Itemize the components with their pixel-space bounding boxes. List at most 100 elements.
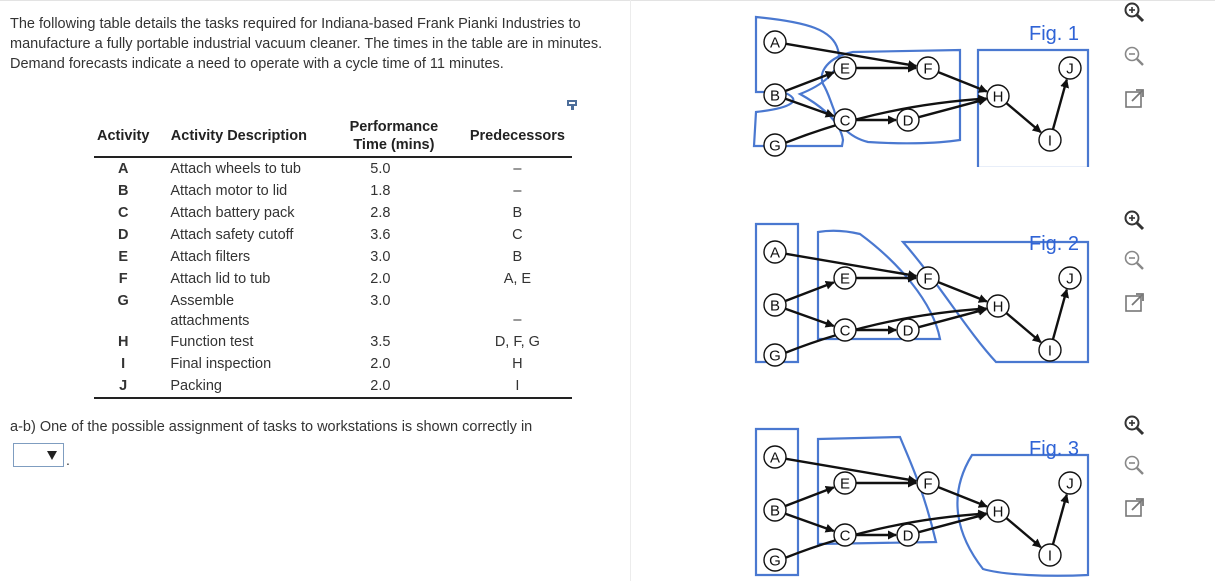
answer-dropdown[interactable] — [13, 443, 64, 467]
cell-time: 2.0 — [370, 356, 391, 372]
table-row: G Assemble attachments 3.0 – — [94, 290, 572, 331]
svg-text:E: E — [840, 476, 850, 493]
node-A: A — [763, 30, 787, 54]
node-H: H — [986, 294, 1010, 318]
node-B: B — [763, 498, 787, 522]
node-I: I — [1038, 128, 1062, 152]
edge-F-H — [937, 485, 988, 508]
edge-B-C — [784, 307, 835, 328]
edge-H-I — [1005, 517, 1042, 549]
svg-text:I: I — [1048, 548, 1052, 565]
zoom-out-icon[interactable] — [1122, 248, 1146, 272]
cell-time: 2.8 — [370, 205, 391, 221]
edge-I-J — [1051, 78, 1069, 130]
edge-G-H — [785, 509, 988, 559]
cell-description: Function test — [170, 334, 254, 350]
table-row: C Attach battery pack 2.8 B — [94, 202, 572, 224]
question-panel: The following table details the tasks re… — [10, 16, 603, 468]
svg-text:J: J — [1066, 476, 1074, 493]
svg-text:B: B — [770, 298, 780, 315]
cell-time: 3.5 — [370, 334, 391, 350]
edge-B-C — [784, 97, 835, 118]
zoom-in-icon[interactable] — [1122, 0, 1146, 24]
cell-predecessors: – — [513, 312, 522, 328]
table-row: J Packing 2.0 I — [94, 375, 573, 398]
task-table: Activity Activity Description Performanc… — [94, 116, 573, 399]
edge-G-H — [785, 94, 988, 144]
figure-label: Fig. 2 — [1029, 233, 1079, 255]
cell-predecessors: C — [512, 227, 523, 243]
svg-text:A: A — [770, 450, 780, 467]
svg-text:C: C — [840, 113, 851, 130]
edge-I-J — [1051, 288, 1069, 340]
svg-text:J: J — [1066, 61, 1074, 78]
cell-activity: B — [117, 183, 129, 199]
node-D: D — [896, 318, 920, 342]
svg-text:E: E — [840, 61, 850, 78]
cell-description: Attach safety cutoff — [170, 227, 294, 243]
cell-activity: C — [117, 205, 129, 221]
svg-text:D: D — [903, 528, 914, 545]
svg-text:B: B — [770, 503, 780, 520]
question-suffix: . — [66, 452, 70, 468]
col-time-line1: Performance — [349, 119, 439, 135]
zoom-out-icon[interactable] — [1122, 44, 1146, 68]
edge-F-H — [937, 280, 988, 303]
cell-predecessors: B — [512, 249, 523, 265]
node-I: I — [1038, 543, 1062, 567]
cell-activity: H — [117, 334, 129, 350]
svg-text:F: F — [923, 271, 932, 288]
table-row: B Attach motor to lid 1.8 – — [94, 180, 572, 202]
edge-B-E — [784, 485, 835, 508]
table-row: I Final inspection 2.0 H — [94, 353, 572, 375]
cell-time: 2.0 — [370, 378, 391, 394]
node-G: G — [763, 548, 787, 572]
cell-activity: J — [119, 378, 128, 394]
workstation-outline-1 — [752, 15, 845, 148]
edge-I-J — [1051, 493, 1069, 545]
edge-A-F — [785, 42, 918, 70]
cell-time: 3.0 — [370, 293, 391, 309]
cell-activity: F — [118, 271, 128, 287]
zoom-in-icon[interactable] — [1122, 208, 1146, 232]
cell-predecessors: I — [515, 378, 520, 394]
node-G: G — [763, 343, 787, 367]
cell-predecessors: B — [512, 205, 523, 221]
expand-icon[interactable] — [1122, 87, 1146, 111]
expand-icon[interactable] — [1122, 291, 1146, 315]
node-A: A — [763, 240, 787, 264]
svg-text:H: H — [993, 299, 1004, 316]
svg-text:I: I — [1048, 343, 1052, 360]
cell-description: Final inspection — [170, 356, 272, 372]
cell-predecessors: A, E — [503, 271, 532, 287]
expand-icon[interactable] — [1122, 496, 1146, 520]
figure-label: Fig. 3 — [1029, 438, 1079, 460]
edge-A-F — [785, 457, 918, 485]
cell-predecessors: D, F, G — [494, 334, 540, 350]
node-C: C — [833, 108, 857, 132]
zoom-in-icon[interactable] — [1122, 413, 1146, 437]
node-F: F — [916, 266, 940, 290]
zoom-out-icon[interactable] — [1122, 453, 1146, 477]
cell-predecessors: H — [512, 356, 523, 372]
problem-statement: The following table details the tasks re… — [10, 16, 603, 72]
node-D: D — [896, 523, 920, 547]
edge-B-E — [784, 70, 835, 93]
workstation-outline-1 — [754, 427, 800, 577]
table-row: E Attach filters 3.0 B — [94, 246, 572, 268]
cell-activity: E — [118, 249, 129, 265]
copy-icon[interactable] — [566, 99, 580, 111]
svg-text:D: D — [903, 113, 914, 130]
svg-text:I: I — [1048, 133, 1052, 150]
edge-A-F — [785, 252, 918, 280]
edge-F-H — [937, 70, 988, 93]
svg-text:D: D — [903, 323, 914, 340]
svg-text:G: G — [769, 348, 781, 365]
cell-activity: A — [117, 161, 129, 177]
svg-text:H: H — [993, 89, 1004, 106]
cell-description: Packing — [170, 378, 222, 394]
svg-text:B: B — [770, 88, 780, 105]
svg-text:F: F — [923, 61, 932, 78]
node-G: G — [763, 133, 787, 157]
